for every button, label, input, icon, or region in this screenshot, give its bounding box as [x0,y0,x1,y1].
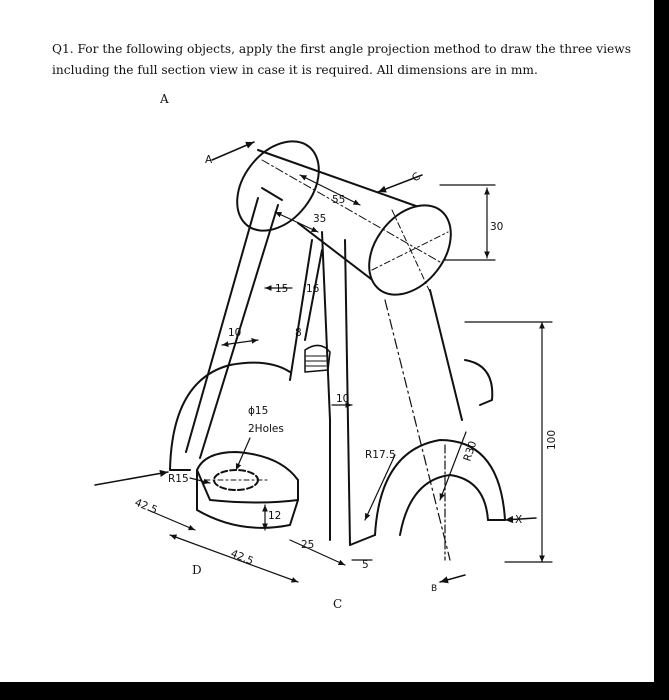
dim-12: 12 [268,510,281,522]
lug-side [196,469,299,529]
leg-outer-edge [185,197,259,453]
rear-boss [464,359,494,406]
dim-35: 35 [313,213,326,225]
leg-side-edge [429,289,463,421]
leg-inner-face [289,239,313,381]
dim-42-5-bottom: 42.5 [229,548,255,568]
arrow-b [439,574,466,584]
dim-42-5-bottom-line [169,534,299,583]
r30-leader [439,431,467,501]
question-line-2: including the full section view in case … [52,63,538,77]
rib-hatch [305,355,327,367]
dim-16: 16 [306,283,320,295]
cylinder-axis [261,159,441,263]
leg-inner-face-2 [304,249,323,341]
hole-diameter: ϕ15 [248,405,268,417]
question-line-1: Q1. For the following objects, apply the… [52,42,631,56]
leg-inner-edge [199,204,279,459]
radius-r15: R15 [168,473,189,485]
rib [304,344,331,373]
r17-5-leader [364,454,396,521]
hole-leader [235,437,251,471]
r15-leader [189,477,211,485]
arrow-d [94,469,169,486]
cylinder-center-h [371,231,449,271]
dim-30: 30 [490,221,503,233]
drawing-labels: A C B X 55 35 30 15 16 10 8 10 ϕ15 2Hole… [133,154,558,594]
arrow-label-c: C [410,170,423,184]
leg-front-edge-2 [344,239,351,546]
dim-25: 25 [301,539,314,551]
cylinder-center-v [391,209,431,293]
dim-5: 5 [362,559,369,571]
right-base-arch [374,439,506,536]
dim-10-mid: 10 [336,393,349,405]
arrow-label-b: B [431,584,437,594]
base [169,359,506,546]
arrow-label-x: X [515,514,522,526]
arrow-label-a: A [205,154,213,166]
section-line [384,299,451,561]
lug-top-face [196,451,299,504]
top-cylinder [236,140,452,296]
leg-back-edge [261,187,283,201]
left-leg [185,187,323,459]
hole-count: 2Holes [248,423,284,435]
cylinder-back-end [236,140,320,232]
left-base-arch [169,361,291,471]
view-label-a: A [160,92,169,106]
dim-42-5-left-line [147,509,196,531]
dim-25-line [289,539,346,566]
dim-8: 8 [295,327,302,339]
dim-10-left-line [221,338,259,347]
view-label-c: C [333,597,343,611]
view-arrows [94,141,537,584]
dim-100: 100 [546,430,558,450]
dim-55-line [299,174,361,206]
arrow-c [377,174,423,193]
dim-35-line [274,211,319,233]
dim-10-left: 10 [228,327,241,339]
dim-55: 55 [332,194,345,206]
holed-lug [196,451,299,529]
dimension-lines [147,174,553,583]
arrow-x [504,515,537,524]
question-sheet: Q1. For the following objects, apply the… [0,0,654,682]
right-leg [321,231,463,546]
base-bottom [349,519,506,546]
leg-front-edge [321,231,331,421]
arrow-a [211,141,255,161]
isometric-drawing: A C B X 55 35 30 15 16 10 8 10 ϕ15 2Hole… [94,140,558,594]
radius-r17-5: R17.5 [365,449,396,461]
right-inner-arch [399,474,489,536]
dim-42-5-left: 42.5 [133,497,159,517]
dim-15: 15 [275,283,288,295]
